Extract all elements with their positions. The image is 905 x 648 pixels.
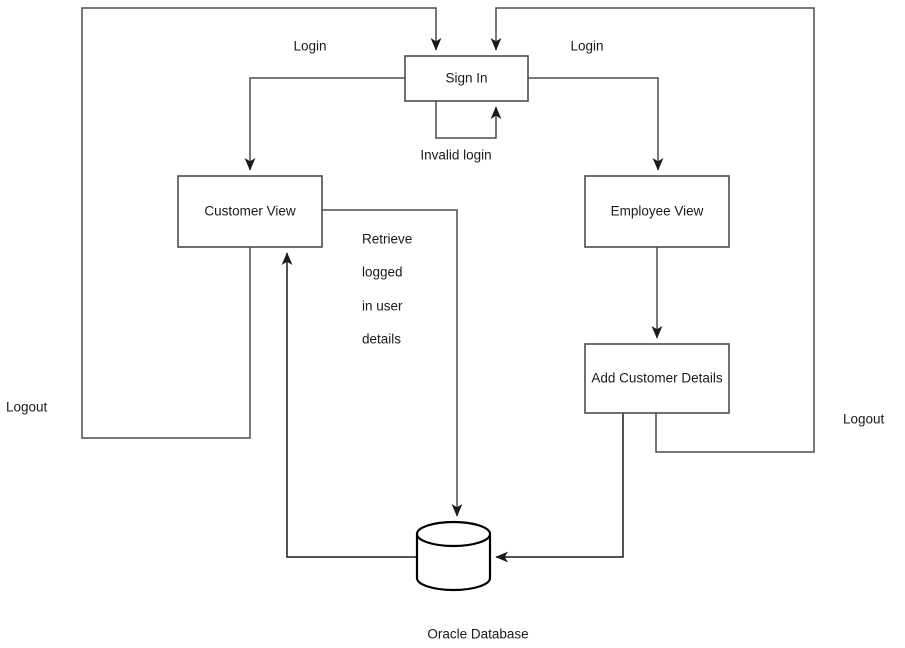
edge-label-login-right: Login — [570, 39, 603, 54]
edge-add-customer-to-database — [495, 413, 624, 563]
retrieve-label-line-3: in user — [362, 299, 403, 314]
node-employee-view[interactable]: Employee View — [584, 175, 730, 248]
edge-logout-right — [490, 7, 815, 453]
node-oracle-database[interactable] — [415, 520, 492, 592]
node-sign-in[interactable]: Sign In — [404, 55, 529, 102]
node-customer-view[interactable]: Customer View — [177, 175, 323, 248]
edge-label-retrieve-user-details: Retrieve logged in user details — [362, 232, 412, 347]
edge-signin-to-employee-view — [528, 77, 664, 171]
edge-logout-left — [81, 7, 442, 439]
node-sign-in-label: Sign In — [445, 71, 487, 86]
node-employee-view-label: Employee View — [611, 204, 704, 219]
node-oracle-database-caption: Oracle Database — [427, 627, 528, 642]
edge-label-logout-right: Logout — [843, 412, 885, 427]
retrieve-label-line-4: details — [362, 332, 401, 347]
edge-database-to-customer-view — [281, 252, 417, 558]
edge-signin-to-customer-view — [244, 77, 405, 171]
retrieve-label-line-1: Retrieve — [362, 232, 412, 247]
node-customer-view-label: Customer View — [204, 204, 296, 219]
retrieve-label-line-2: logged — [362, 265, 403, 280]
edge-customer-view-to-database — [322, 209, 463, 517]
edge-label-login-left: Login — [293, 39, 326, 54]
node-add-customer-details[interactable]: Add Customer Details — [584, 343, 730, 414]
edge-label-logout-left: Logout — [6, 400, 48, 415]
edge-invalid-login-loop — [435, 101, 502, 139]
node-add-customer-details-label: Add Customer Details — [591, 371, 723, 386]
edge-label-invalid-login: Invalid login — [420, 148, 491, 163]
